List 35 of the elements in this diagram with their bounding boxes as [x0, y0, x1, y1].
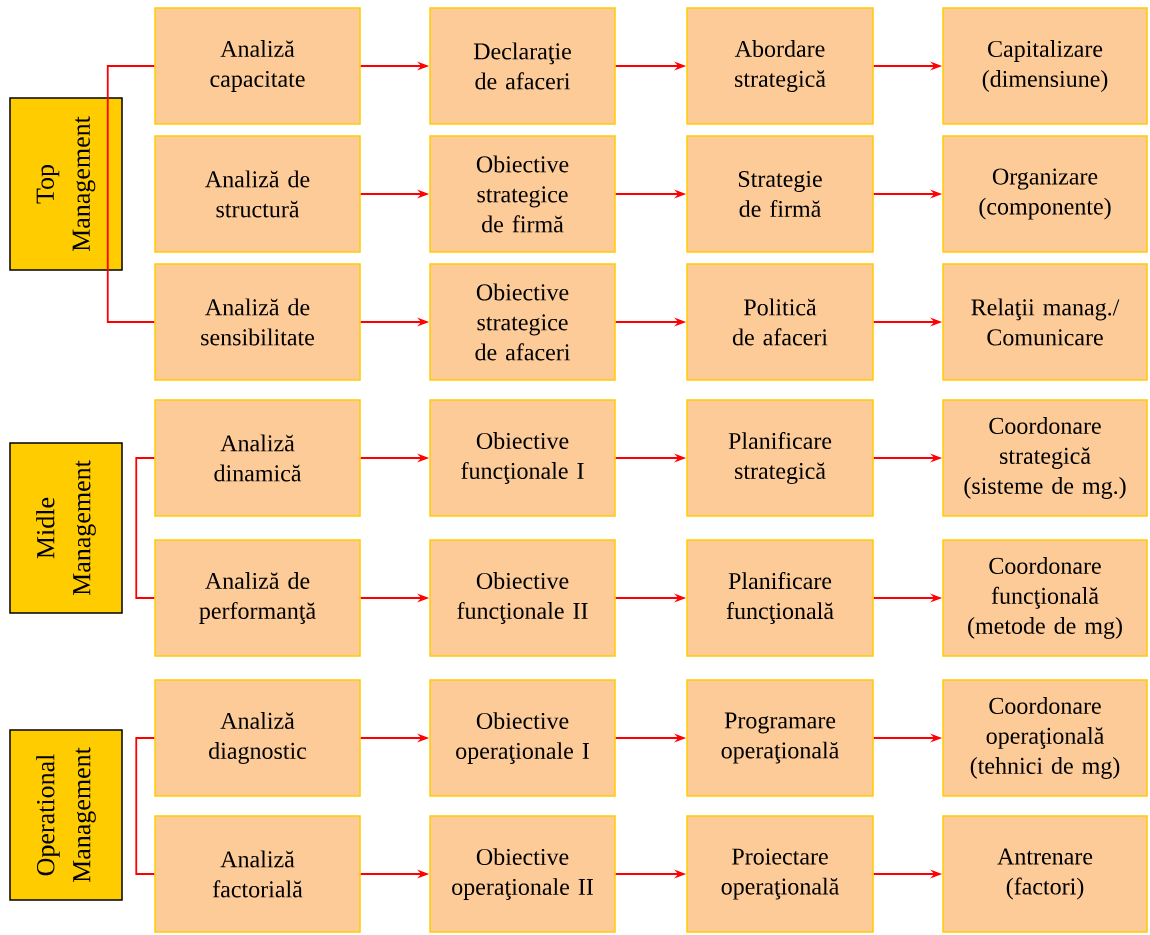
level-box: Operational Management [9, 729, 123, 901]
process-box: Coordonare funcţională (metode de mg) [942, 539, 1148, 657]
process-box: Analiză diagnostic [154, 679, 361, 797]
process-box: Analiză capacitate [154, 7, 361, 125]
process-box: Analiză de structură [154, 135, 361, 253]
process-box: Abordare strategică [686, 7, 874, 125]
process-box: Declaraţie de afaceri [429, 7, 616, 125]
process-box: Strategie de firmă [686, 135, 874, 253]
process-box: Analiză de sensibilitate [154, 263, 361, 381]
process-box: Antrenare (factori) [942, 815, 1148, 933]
level-box: Midle Management [9, 442, 123, 614]
connector-line [106, 65, 156, 272]
process-box: Analiză factorială [154, 815, 361, 933]
process-box: Coordonare strategică (sisteme de mg.) [942, 399, 1148, 517]
process-box: Analiză dinamică [154, 399, 361, 517]
process-box: Organizare (componente) [942, 135, 1148, 253]
process-box: Relaţii manag./ Comunicare [942, 263, 1148, 381]
process-box: Planificare strategică [686, 399, 874, 517]
process-box: Obiective operaţionale II [429, 815, 616, 933]
process-box: Proiectare operaţională [686, 815, 874, 933]
process-box: Obiective funcţionale I [429, 399, 616, 517]
bracket-line [135, 457, 156, 599]
process-box: Programare operaţională [686, 679, 874, 797]
process-box: Obiective strategice de afaceri [429, 263, 616, 381]
process-box: Coordonare operaţională (tehnici de mg) [942, 679, 1148, 797]
bracket-line [135, 737, 156, 875]
process-box: Obiective funcţionale II [429, 539, 616, 657]
process-box: Obiective operaţionale I [429, 679, 616, 797]
connector-line [106, 269, 156, 323]
process-box: Obiective strategice de firmă [429, 135, 616, 253]
process-box: Analiză de performanţă [154, 539, 361, 657]
process-box: Capitalizare (dimensiune) [942, 7, 1148, 125]
process-box: Planificare funcţională [686, 539, 874, 657]
process-box: Politică de afaceri [686, 263, 874, 381]
level-box: Top Management [9, 97, 123, 271]
